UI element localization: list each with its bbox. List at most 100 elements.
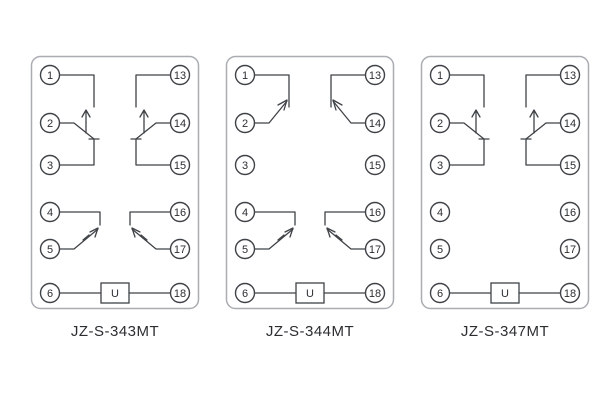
terminal-15: 15 <box>364 154 386 176</box>
terminal-number: 18 <box>564 288 576 300</box>
panel-label: JZ-S-343MT <box>70 323 160 340</box>
terminal-number: 14 <box>174 118 186 130</box>
terminal-16: 16 <box>169 201 191 223</box>
wire <box>448 138 490 166</box>
terminal-13: 13 <box>169 64 191 86</box>
terminal-number: 14 <box>564 118 576 130</box>
power-row: U <box>253 282 367 304</box>
relay-panel-347mt: U 1 2 3 4 <box>420 55 590 340</box>
terminal-17: 17 <box>559 238 581 260</box>
wire <box>253 228 294 250</box>
contact-4-5 <box>58 211 101 250</box>
terminal-4: 4 <box>429 201 451 223</box>
wire <box>520 138 562 166</box>
terminal-number: 17 <box>564 244 576 256</box>
terminal-number: 15 <box>174 160 186 172</box>
wire <box>448 122 485 140</box>
terminal-18: 18 <box>169 282 191 304</box>
terminal-number: 3 <box>242 160 248 172</box>
terminal-16: 16 <box>559 201 581 223</box>
panels-row: U 1 2 3 4 <box>30 55 590 340</box>
terminal-number: 18 <box>369 288 381 300</box>
wire <box>330 74 367 108</box>
terminal-5: 5 <box>39 238 61 260</box>
power-row: U <box>448 282 562 304</box>
terminal-3: 3 <box>39 154 61 176</box>
contact-arrow-icon <box>529 109 539 134</box>
contact-arrow-icon <box>139 109 149 134</box>
wire <box>525 122 562 140</box>
contact-arrow-icon <box>471 109 481 134</box>
panel-border <box>420 55 590 310</box>
power-row: U <box>58 282 172 304</box>
terminal-number: 5 <box>437 244 443 256</box>
terminal-number: 4 <box>437 207 443 219</box>
terminal-number: 3 <box>47 160 53 172</box>
terminal-2: 2 <box>39 112 61 134</box>
wire <box>58 138 100 166</box>
terminal-1: 1 <box>234 64 256 86</box>
terminal-number: 1 <box>437 70 443 82</box>
terminal-17: 17 <box>169 238 191 260</box>
wire <box>129 211 172 226</box>
terminal-number: 1 <box>242 70 248 82</box>
contact-16-17 <box>324 211 367 250</box>
terminal-13: 13 <box>364 64 386 86</box>
terminal-6: 6 <box>429 282 451 304</box>
u-label: U <box>111 288 119 300</box>
changeover-contact-13-14-15 <box>130 74 172 166</box>
wire <box>135 74 172 108</box>
panel-border <box>225 55 395 310</box>
terminal-number: 4 <box>47 207 53 219</box>
contact-arrow-icon <box>326 227 343 241</box>
terminal-number: 2 <box>47 118 53 130</box>
terminal-number: 6 <box>242 288 248 300</box>
terminal-number: 13 <box>369 70 381 82</box>
u-label: U <box>306 288 314 300</box>
terminal-2: 2 <box>429 112 451 134</box>
terminal-4: 4 <box>39 201 61 223</box>
panel-border <box>30 55 200 310</box>
terminal-14: 14 <box>364 112 386 134</box>
wire <box>525 74 562 108</box>
terminal-5: 5 <box>234 238 256 260</box>
terminal-number: 4 <box>242 207 248 219</box>
terminal-14: 14 <box>169 112 191 134</box>
terminal-number: 5 <box>47 244 53 256</box>
contact-16-17 <box>129 211 172 250</box>
terminal-number: 2 <box>437 118 443 130</box>
panel-label: JZ-S-344MT <box>265 323 355 340</box>
contact-arrow-icon <box>277 227 294 241</box>
terminal-number: 14 <box>369 118 381 130</box>
terminal-number: 13 <box>174 70 186 82</box>
contact-arrow-icon <box>277 99 288 111</box>
terminal-number: 2 <box>242 118 248 130</box>
terminal-number: 3 <box>437 160 443 172</box>
terminal-number: 15 <box>564 160 576 172</box>
terminal-number: 16 <box>369 207 381 219</box>
wire <box>58 228 99 250</box>
wire <box>253 211 296 226</box>
wire <box>130 138 172 166</box>
terminal-number: 6 <box>437 288 443 300</box>
contact-4-5 <box>253 211 296 250</box>
wire <box>135 122 172 140</box>
changeover-contact-1-2-3 <box>58 74 100 166</box>
u-label: U <box>501 288 509 300</box>
contact-arrow-icon <box>81 109 91 134</box>
terminal-3: 3 <box>429 154 451 176</box>
terminal-number: 15 <box>369 160 381 172</box>
relay-panel-344mt: U 1 2 3 4 <box>225 55 395 340</box>
terminal-number: 17 <box>369 244 381 256</box>
terminal-number: 17 <box>174 244 186 256</box>
wire <box>253 74 290 108</box>
changeover-contact-1-2-3 <box>448 74 490 166</box>
terminal-14: 14 <box>559 112 581 134</box>
terminal-6: 6 <box>39 282 61 304</box>
contact-arrow-icon <box>332 99 343 111</box>
wire <box>131 228 172 250</box>
terminal-number: 16 <box>174 207 186 219</box>
terminal-number: 5 <box>242 244 248 256</box>
terminal-number: 18 <box>174 288 186 300</box>
